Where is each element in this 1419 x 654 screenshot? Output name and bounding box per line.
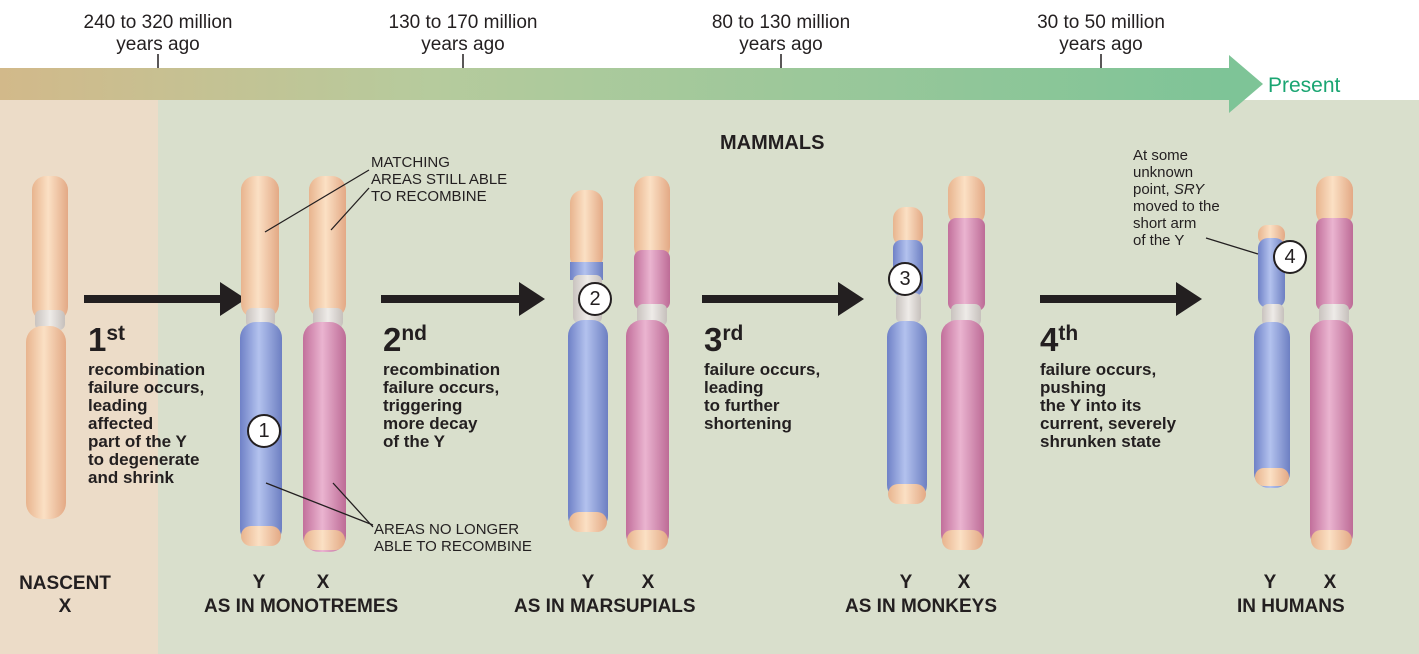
step-text-line: leading: [704, 378, 764, 397]
present-label: Present: [1268, 74, 1340, 98]
callout-matching-areas: MATCHING AREAS STILL ABLE TO RECOMBINE: [371, 154, 507, 205]
callout-line: unknown: [1133, 164, 1193, 181]
step-suffix: th: [1058, 322, 1078, 345]
step-text: recombination failure occurs, leading af…: [88, 361, 205, 487]
callout-line: point,: [1133, 181, 1170, 198]
label-y-humans: Y: [1250, 572, 1290, 594]
step-suffix: nd: [401, 322, 427, 345]
step-ordinal: 4th: [1040, 321, 1176, 359]
mammals-label: MAMMALS: [720, 132, 824, 155]
timeline-label-line: years ago: [421, 34, 504, 55]
label-x-humans: X: [1310, 572, 1350, 594]
step-ordinal: 1st: [88, 321, 205, 359]
caption-monkeys: AS IN MONKEYS: [845, 596, 997, 618]
timeline-label-line: 30 to 50 million: [1037, 12, 1165, 33]
step-3-description: 3rd failure occurs, leading to further s…: [704, 321, 820, 433]
caption-marsupials: AS IN MARSUPIALS: [514, 596, 696, 618]
step-text-line: failure occurs,: [1040, 360, 1156, 379]
caption-nascent-x: NASCENT X: [0, 572, 135, 618]
sry-gene-name: SRY: [1174, 181, 1204, 198]
chromosome-monkeys-y: [887, 207, 927, 504]
step-text-line: current, severely: [1040, 414, 1176, 433]
caption-monotremes: AS IN MONOTREMES: [204, 596, 398, 618]
chromosome-monotremes-x: [303, 176, 346, 552]
timeline-label-line: years ago: [739, 34, 822, 55]
chromosome-monotremes-y: [240, 176, 282, 546]
label-x-monkeys: X: [944, 572, 984, 594]
step-text-line: failure occurs,: [704, 360, 820, 379]
step-text-line: affected: [88, 414, 153, 433]
callout-areas-no-longer: AREAS NO LONGER ABLE TO RECOMBINE: [374, 521, 532, 555]
chromosome-nascent-x: [26, 176, 68, 519]
step-suffix: rd: [722, 322, 743, 345]
step-number: 2: [383, 321, 401, 358]
step-number: 4: [1040, 321, 1058, 358]
step-1-description: 1st recombination failure occurs, leadin…: [88, 321, 205, 487]
callout-line: moved to the: [1133, 198, 1220, 215]
step-text: recombination failure occurs, triggering…: [383, 361, 500, 451]
step-text-line: part of the Y: [88, 432, 187, 451]
callout-line: At some: [1133, 147, 1188, 164]
callout-line: short arm: [1133, 215, 1196, 232]
caption-line: NASCENT: [19, 573, 111, 594]
marker-1: 1: [247, 414, 281, 448]
marker-3: 3: [888, 262, 922, 296]
step-text-line: failure occurs,: [383, 378, 499, 397]
step-text-line: failure occurs,: [88, 378, 204, 397]
step-text-line: leading: [88, 396, 148, 415]
step-2-description: 2nd recombination failure occurs, trigge…: [383, 321, 500, 451]
timeline-label-line: 80 to 130 million: [712, 12, 850, 33]
step-number: 1: [88, 321, 106, 358]
step-text: failure occurs, leading to further short…: [704, 361, 820, 433]
step-text: failure occurs, pushing the Y into its c…: [1040, 361, 1176, 451]
step-ordinal: 2nd: [383, 321, 500, 359]
step-text-line: to degenerate: [88, 450, 199, 469]
label-x-monotremes: X: [303, 572, 343, 594]
callout-sry: At some unknown point, SRY moved to the …: [1133, 147, 1220, 249]
step-text-line: of the Y: [383, 432, 445, 451]
callout-line: AREAS NO LONGER: [374, 521, 519, 538]
timeline-label-line: 130 to 170 million: [389, 12, 538, 33]
step-4-description: 4th failure occurs, pushing the Y into i…: [1040, 321, 1176, 451]
step-text-line: shortening: [704, 414, 792, 433]
step-text-line: triggering: [383, 396, 462, 415]
step-text-line: the Y into its: [1040, 396, 1141, 415]
timeline-label-line: years ago: [116, 34, 199, 55]
step-number: 3: [704, 321, 722, 358]
label-x-marsupials: X: [628, 572, 668, 594]
callout-line: TO RECOMBINE: [371, 188, 487, 205]
callout-line: AREAS STILL ABLE: [371, 171, 507, 188]
step-text-line: more decay: [383, 414, 478, 433]
caption-line: X: [59, 596, 72, 617]
caption-humans: IN HUMANS: [1237, 596, 1345, 618]
chromosome-humans-x: [1310, 176, 1353, 550]
callout-line: ABLE TO RECOMBINE: [374, 538, 532, 555]
label-y-monkeys: Y: [886, 572, 926, 594]
callout-line: MATCHING: [371, 154, 450, 171]
marker-4: 4: [1273, 240, 1307, 274]
timeline-label-line: years ago: [1059, 34, 1142, 55]
step-text-line: recombination: [383, 360, 500, 379]
chromosome-marsupials-y: [568, 190, 608, 532]
step-text-line: pushing: [1040, 378, 1106, 397]
step-text-line: and shrink: [88, 468, 174, 487]
marker-2: 2: [578, 282, 612, 316]
step-text-line: shrunken state: [1040, 432, 1161, 451]
step-ordinal: 3rd: [704, 321, 820, 359]
step-text-line: recombination: [88, 360, 205, 379]
step-text-line: to further: [704, 396, 780, 415]
timeline-label-line: 240 to 320 million: [84, 12, 233, 33]
label-y-monotremes: Y: [239, 572, 279, 594]
label-y-marsupials: Y: [568, 572, 608, 594]
callout-line: of the Y: [1133, 232, 1184, 249]
step-suffix: st: [106, 322, 125, 345]
